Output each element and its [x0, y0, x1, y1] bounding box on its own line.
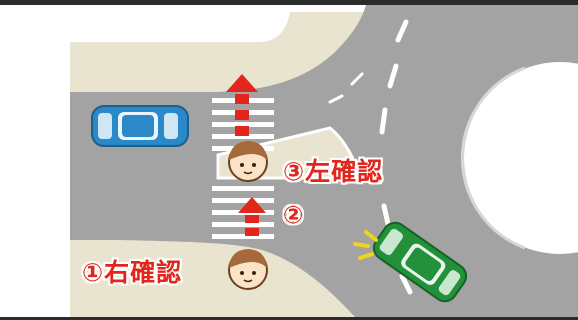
step3-left-check-label: ③左確認 [283, 157, 384, 186]
pedestrian-face-icon [228, 249, 268, 290]
step1-right-check-label: ①右確認 [82, 258, 183, 287]
bottom-border [0, 317, 578, 320]
island-edge [460, 66, 526, 250]
top-border [0, 0, 578, 5]
roundabout-dashes [377, 19, 413, 295]
roundabout-island [464, 62, 578, 254]
blue-car-icon [91, 105, 189, 147]
lane-dashes [328, 72, 364, 104]
arrow-up-icon [226, 74, 266, 236]
alert-marks-icon [353, 230, 378, 260]
pedestrian-face-icon [228, 141, 268, 182]
green-car-icon [372, 221, 468, 303]
step2-label: ② [283, 201, 304, 229]
